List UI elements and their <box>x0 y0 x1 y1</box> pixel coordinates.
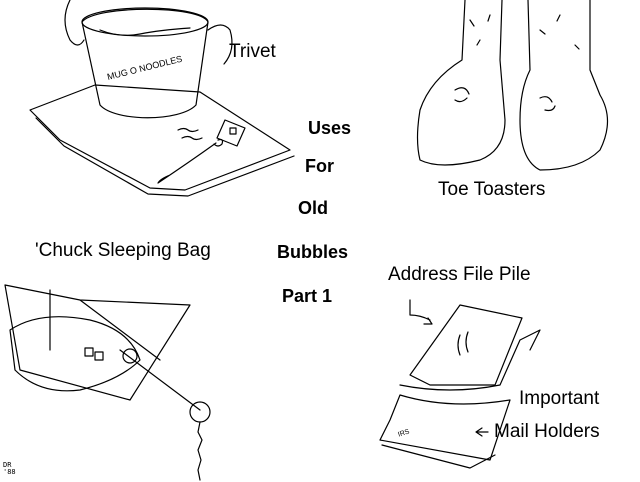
chuck-sleeping-bag-drawing <box>4 284 211 481</box>
title-line-uses: Uses <box>308 118 352 138</box>
signature-year: '88 <box>3 468 16 476</box>
toe-toasters-label: Toe Toasters <box>438 179 546 200</box>
title-line-for: For <box>305 156 334 176</box>
signature: DR'88 <box>3 462 16 476</box>
address-file-pile-label: Address File Pile <box>388 264 531 285</box>
signature-initials: DR <box>3 461 12 469</box>
important-label: Important <box>519 388 600 409</box>
toe-toasters-drawing <box>416 0 609 171</box>
mug-label: MUG O NOODLES <box>106 54 183 82</box>
title-line-bubbles: Bubbles <box>277 242 349 262</box>
chuck-sleeping-bag-label: 'Chuck Sleeping Bag <box>35 240 211 261</box>
title-line-old: Old <box>298 198 328 218</box>
trivet-drawing <box>29 0 295 197</box>
title-line-part: Part 1 <box>282 286 333 306</box>
address-file-pile-drawing <box>379 299 541 469</box>
mail-holders-label: Mail Holders <box>494 421 600 442</box>
trivet-label: Trivet <box>229 41 276 62</box>
